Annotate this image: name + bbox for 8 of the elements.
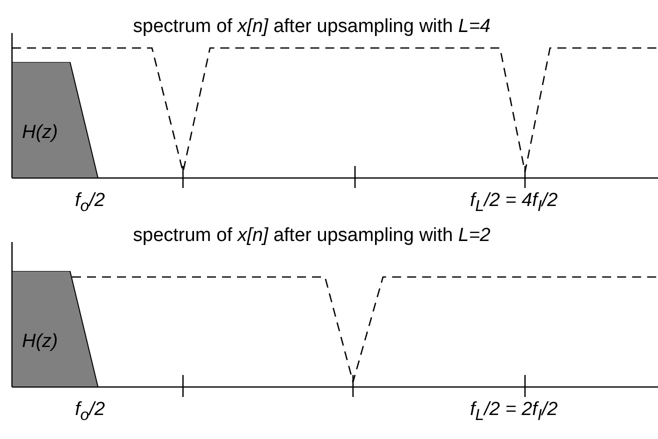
plot-title: spectrum of x[n] after upsampling with L=2 (133, 225, 490, 247)
frequency-label: f$_{o}$/2 (75, 190, 105, 216)
plot-title: spectrum of x[n] after upsampling with L=4 (133, 16, 490, 38)
frequency-label: f$_{L}$/2 = 4f$_{I}$/2 (470, 190, 558, 216)
filter-label: H(z) (22, 122, 58, 144)
frequency-label: f$_{o}$/2 (75, 399, 105, 425)
frequency-label: f$_{L}$/2 = 2f$_{I}$/2 (470, 399, 558, 425)
filter-label: H(z) (22, 331, 58, 353)
